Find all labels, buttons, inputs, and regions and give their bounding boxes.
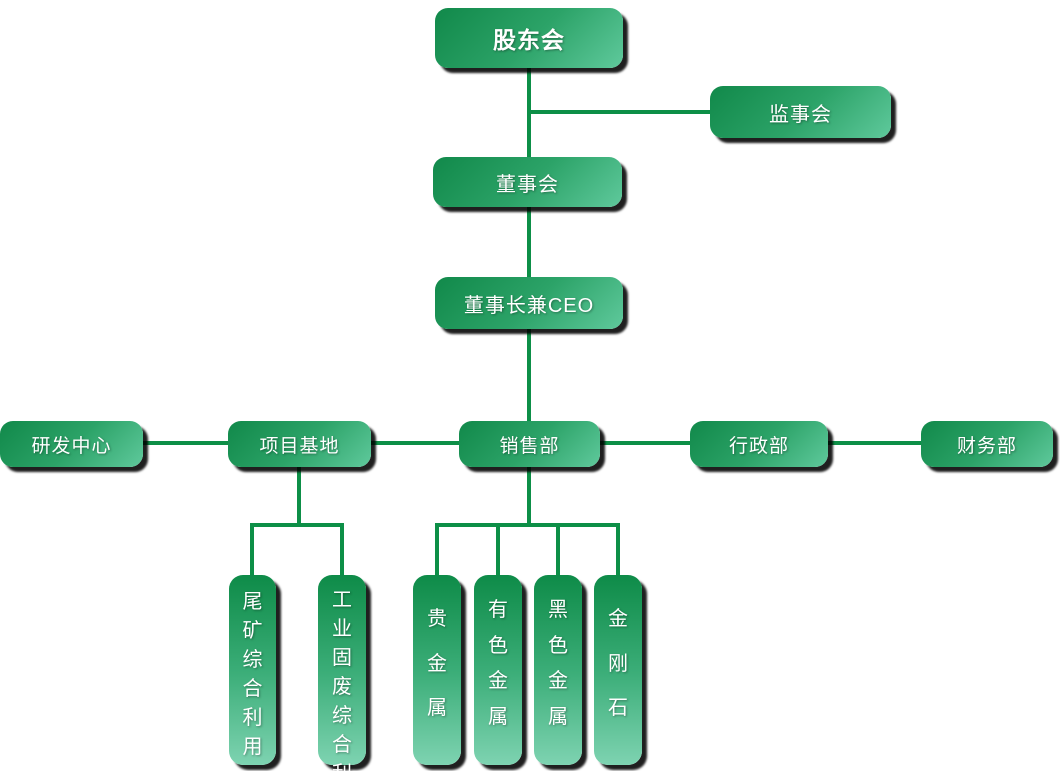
org-node-label: 财务部	[956, 435, 1017, 457]
org-node-diamond: 金刚石	[594, 575, 642, 765]
org-node-tailings-utilization: 尾矿综合利用	[229, 575, 276, 765]
connector-sales-stem	[527, 465, 531, 525]
connector-rd-project	[141, 441, 230, 445]
connector-drop-solid-waste	[340, 523, 344, 577]
org-node-shareholders: 股东会	[435, 8, 623, 68]
org-node-project-base: 项目基地	[228, 421, 371, 467]
org-node-label: 董事会	[496, 173, 559, 196]
org-node-nonferrous-metals: 有色金属	[474, 575, 522, 765]
connector-sales-admin	[598, 441, 692, 445]
org-node-finance-dept: 财务部	[921, 421, 1053, 467]
org-node-label: 董事长兼CEO	[463, 294, 595, 317]
org-node-supervisory-board: 监事会	[710, 86, 891, 138]
connector-drop-tailings	[250, 523, 254, 577]
connector-drop-nonferrous	[496, 523, 500, 577]
org-node-sales-dept: 销售部	[459, 421, 600, 467]
connector-admin-finance	[826, 441, 923, 445]
org-node-label: 贵金属	[427, 608, 447, 719]
org-node-industrial-solid-waste-utilization: 工业固废综合利用	[318, 575, 366, 771]
org-node-label: 有色金属	[488, 599, 508, 728]
org-node-precious-metals: 贵金属	[413, 575, 461, 765]
org-node-label: 工业固废综合利用	[332, 589, 352, 771]
connector-drop-precious	[435, 523, 439, 577]
org-node-label: 项目基地	[259, 435, 340, 457]
org-node-board-of-directors: 董事会	[433, 157, 622, 207]
org-node-admin-dept: 行政部	[690, 421, 828, 467]
connector-drop-diamond	[616, 523, 620, 577]
connector-project-stem	[297, 465, 301, 525]
org-node-label: 研发中心	[31, 435, 112, 457]
org-node-label: 销售部	[499, 435, 560, 457]
connector-ceo-sales	[527, 327, 531, 423]
org-node-label: 黑色金属	[548, 599, 568, 728]
connector-project-sales	[369, 441, 461, 445]
org-node-label: 金刚石	[608, 608, 628, 719]
org-node-label: 尾矿综合利用	[242, 591, 263, 758]
org-node-rd-center: 研发中心	[0, 421, 143, 467]
org-node-label: 监事会	[769, 103, 832, 126]
org-node-chairman-ceo: 董事长兼CEO	[435, 277, 623, 329]
connector-shareholders-supervisory	[529, 110, 712, 114]
org-node-label: 行政部	[728, 435, 789, 457]
connector-drop-ferrous	[556, 523, 560, 577]
org-node-label: 股东会	[493, 27, 565, 53]
connector-sales-bar	[435, 523, 620, 527]
connector-board-ceo	[527, 205, 531, 279]
org-node-ferrous-metals: 黑色金属	[534, 575, 582, 765]
connector-project-bar	[250, 523, 344, 527]
